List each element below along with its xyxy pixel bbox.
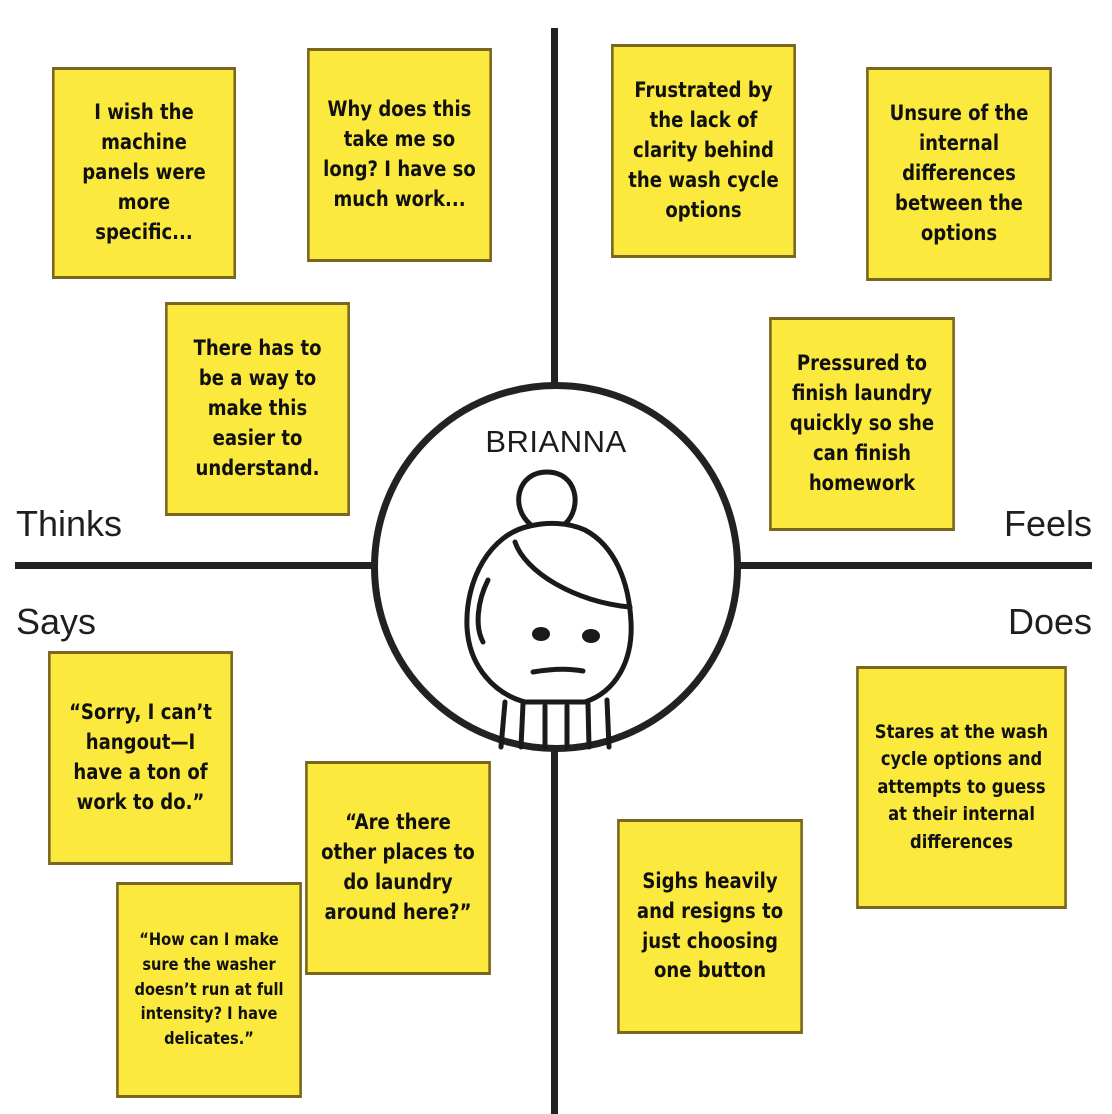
vertical-axis-top <box>551 28 558 388</box>
side-hair <box>475 577 491 645</box>
sticky-note-thinks-1: I wish the machine panels were more spec… <box>51 67 237 279</box>
horizontal-axis-right <box>732 562 1092 569</box>
sticky-note-feels-3: Pressured to finish laundry quickly so s… <box>769 317 955 531</box>
sticky-note-text: “How can I make sure the washer doesn’t … <box>134 930 284 1049</box>
sticky-note-text: Why does this take me so long? I have so… <box>323 97 476 211</box>
sticky-note-thinks-2: Why does this take me so long? I have so… <box>307 48 492 262</box>
vertical-axis-bottom <box>551 740 558 1114</box>
hair-band <box>512 539 633 610</box>
quadrant-label-feels: Feels <box>1003 503 1092 544</box>
persona-avatar-icon <box>464 469 634 750</box>
horizontal-axis-left <box>15 562 375 569</box>
head-outline <box>464 520 634 705</box>
left-eye <box>532 627 550 641</box>
quadrant-label-says: Says <box>16 601 97 642</box>
persona-circle <box>371 382 741 752</box>
sticky-note-text: Pressured to finish laundry quickly so s… <box>789 351 935 495</box>
sticky-note-does-1: Stares at the wash cycle options and att… <box>856 666 1067 909</box>
sticky-note-text: Frustrated by the lack of clarity behind… <box>628 78 779 222</box>
sticky-note-text: I wish the machine panels were more spec… <box>82 100 206 244</box>
sticky-note-text: Stares at the wash cycle options and att… <box>874 720 1049 853</box>
sticky-note-does-2: Sighs heavily and resigns to just choosi… <box>617 819 803 1034</box>
sticky-note-text: “Are there other places to do laundry ar… <box>321 810 475 924</box>
mouth <box>530 666 586 675</box>
sticky-note-says-2: “Are there other places to do laundry ar… <box>305 761 491 975</box>
hair-bun <box>516 469 578 527</box>
sticky-note-text: “Sorry, I can’t hangout—I have a ton of … <box>69 700 212 814</box>
collar <box>498 697 612 750</box>
sticky-note-says-3: “How can I make sure the washer doesn’t … <box>116 882 302 1098</box>
sticky-note-text: Sighs heavily and resigns to just choosi… <box>636 868 784 983</box>
right-eye <box>582 629 600 643</box>
sticky-note-says-1: “Sorry, I can’t hangout—I have a ton of … <box>48 651 233 865</box>
persona-name: BRIANNA <box>485 424 627 459</box>
sticky-note-feels-2: Unsure of the internal differences betwe… <box>866 67 1052 281</box>
sticky-note-text: There has to be a way to make this easie… <box>193 336 322 480</box>
quadrant-label-does: Does <box>1007 601 1092 642</box>
quadrant-label-thinks: Thinks <box>16 503 123 544</box>
sticky-note-text: Unsure of the internal differences betwe… <box>889 101 1029 245</box>
sticky-note-thinks-3: There has to be a way to make this easie… <box>165 302 350 516</box>
sticky-note-feels-1: Frustrated by the lack of clarity behind… <box>611 44 796 258</box>
